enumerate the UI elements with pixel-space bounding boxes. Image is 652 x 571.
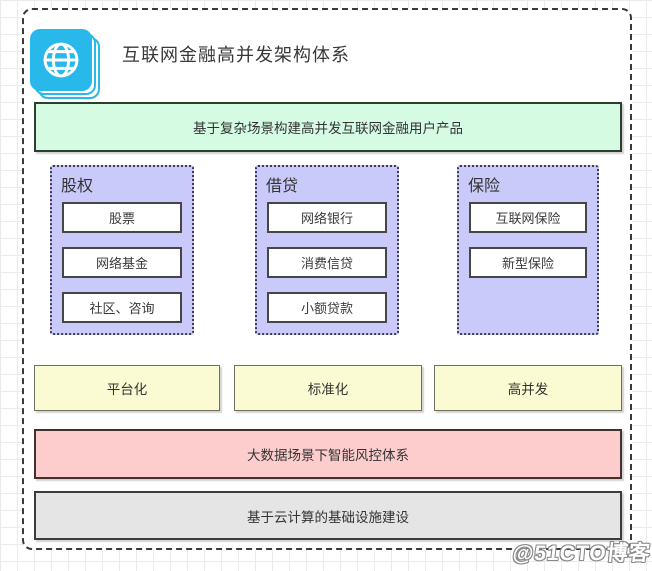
column-insurance-header: 保险 (468, 178, 501, 195)
column-equity-header: 股权 (61, 178, 94, 195)
page-title: 互联网金融高并发架构体系 (122, 45, 350, 65)
column-equity: 股权 股票 网络基金 社区、咨询 (50, 165, 194, 335)
leaf-internet-insurance: 互联网保险 (469, 202, 587, 233)
leaf-online-banking: 网络银行 (267, 202, 387, 233)
leaf-community-consulting: 社区、咨询 (62, 292, 182, 323)
leaf-online-funds: 网络基金 (62, 247, 182, 278)
watermark-51cto: @51CTO博客 (511, 542, 652, 565)
leaf-new-insurance: 新型保险 (469, 247, 587, 278)
banner-user-product: 基于复杂场景构建高并发互联网金融用户产品 (34, 102, 622, 152)
capability-high-concurrency: 高并发 (434, 365, 622, 411)
capability-standardization: 标准化 (234, 365, 422, 411)
capability-platformization: 平台化 (34, 365, 220, 411)
diagram-frame: 互联网金融高并发架构体系 基于复杂场景构建高并发互联网金融用户产品 股权 股票 … (22, 8, 632, 550)
column-insurance: 保险 互联网保险 新型保险 (457, 165, 599, 335)
column-lending: 借贷 网络银行 消费信贷 小额贷款 (255, 165, 399, 335)
leaf-micro-loans: 小额贷款 (267, 292, 387, 323)
leaf-consumer-credit: 消费信贷 (267, 247, 387, 278)
banner-cloud-infrastructure: 基于云计算的基础设施建设 (34, 491, 622, 540)
globe-stacked-pages-icon (30, 29, 100, 99)
leaf-stocks: 股票 (62, 202, 182, 233)
banner-risk-control: 大数据场景下智能风控体系 (34, 429, 622, 479)
globe-icon (30, 29, 92, 91)
column-lending-header: 借贷 (266, 178, 299, 195)
